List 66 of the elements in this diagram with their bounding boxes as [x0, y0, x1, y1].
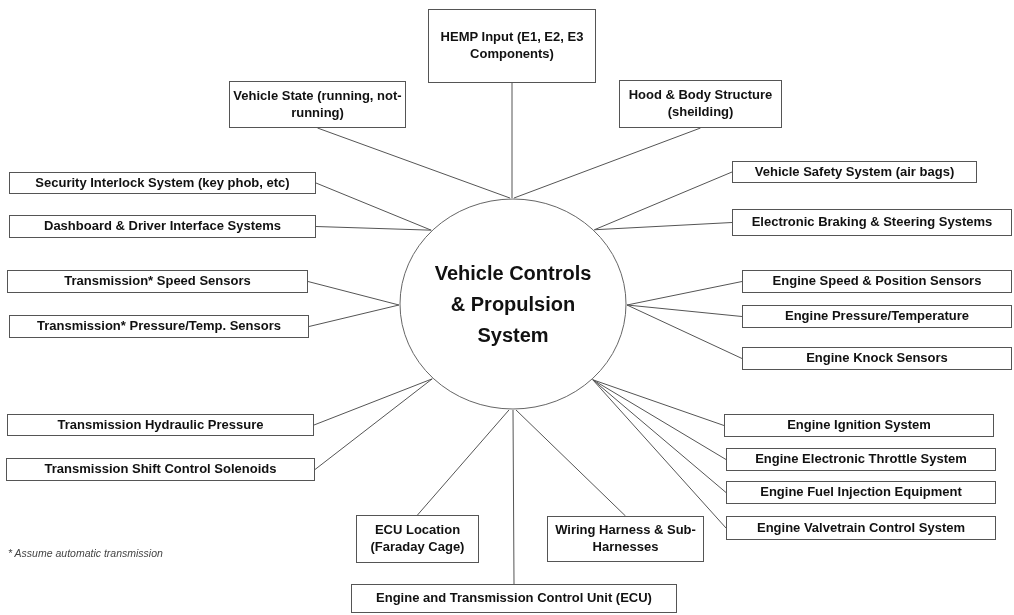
node-label: Engine Ignition System	[787, 417, 931, 434]
connector-line	[307, 281, 400, 306]
node-label: Electronic Braking & Steering Systems	[751, 214, 993, 231]
node-label: Dashboard & Driver Interface Systems	[44, 218, 281, 235]
connector-line	[626, 281, 743, 306]
subsystem-box	[726, 481, 996, 504]
node-label: HEMP Input (E1, E2, E3 Components)	[439, 29, 585, 63]
connector-line	[308, 304, 400, 327]
connector-line	[314, 378, 433, 470]
node-label: Engine Speed & Position Sensors	[772, 273, 982, 290]
node-label: Transmission Hydraulic Pressure	[57, 416, 264, 434]
subsystem-box	[547, 516, 704, 562]
node-label: Wiring Harness & Sub-Harnesses	[554, 522, 697, 556]
connector-line	[592, 379, 727, 493]
subsystem-box	[229, 81, 406, 128]
connector-line	[515, 409, 626, 517]
subsystem-box	[9, 215, 316, 238]
node-label: Vehicle Controls & Propulsion System	[433, 260, 593, 348]
node-label: Engine and Transmission Control Unit (ECU)	[376, 590, 652, 607]
connector-line	[626, 304, 743, 317]
subsystem-box	[351, 584, 677, 613]
node-label: Engine Knock Sensors	[806, 350, 948, 367]
subsystem-box	[356, 515, 479, 563]
subsystem-box	[9, 315, 309, 338]
node-label: Hood & Body Structure (sheilding)	[627, 87, 774, 121]
connector-line	[593, 171, 733, 231]
node-label: Transmission* Speed Sensors	[64, 273, 251, 290]
subsystem-box	[619, 80, 782, 128]
connector-line	[512, 409, 515, 585]
connector-line	[315, 226, 432, 231]
node-label: Security Interlock System (key phob, etc)	[35, 174, 290, 192]
connector-line	[511, 82, 513, 199]
connector-line	[315, 182, 432, 231]
node-label: Vehicle Safety System (air bags)	[754, 163, 955, 181]
node-label: Engine Fuel Injection Equipment	[760, 484, 962, 501]
subsystem-box	[726, 516, 996, 540]
node-label: Transmission* Pressure/Temp. Sensors	[37, 318, 281, 335]
subsystem-box	[742, 347, 1012, 370]
node-label: Engine Valvetrain Control System	[756, 519, 966, 537]
connector-line	[592, 379, 727, 529]
connector-line	[417, 409, 510, 516]
subsystem-box	[7, 270, 308, 293]
subsystem-box	[726, 448, 996, 471]
connector-line	[593, 222, 733, 231]
connector-line	[317, 127, 511, 199]
node-label: Engine Electronic Throttle System	[755, 451, 967, 468]
subsystem-box	[742, 270, 1012, 293]
subsystem-box	[724, 414, 994, 437]
subsystem-box	[6, 458, 315, 481]
subsystem-box	[732, 209, 1012, 236]
system-circle	[399, 198, 627, 410]
subsystem-box	[732, 161, 977, 183]
subsystem-box	[9, 172, 316, 194]
subsystem-box	[742, 305, 1012, 328]
node-label: Engine Pressure/Temperature	[785, 308, 969, 325]
subsystem-box	[428, 9, 596, 83]
connector-line	[513, 127, 701, 199]
node-label: Transmission Shift Control Solenoids	[44, 461, 277, 478]
connector-line	[626, 304, 743, 359]
connector-line	[313, 378, 433, 426]
subsystem-box	[7, 414, 314, 436]
node-label: Vehicle State (running, not-running)	[232, 87, 403, 122]
footnote: * Assume automatic transmission	[8, 547, 163, 559]
connector-line	[592, 379, 727, 460]
node-label: ECU Location (Faraday Cage)	[369, 522, 466, 556]
connector-line	[592, 379, 725, 426]
